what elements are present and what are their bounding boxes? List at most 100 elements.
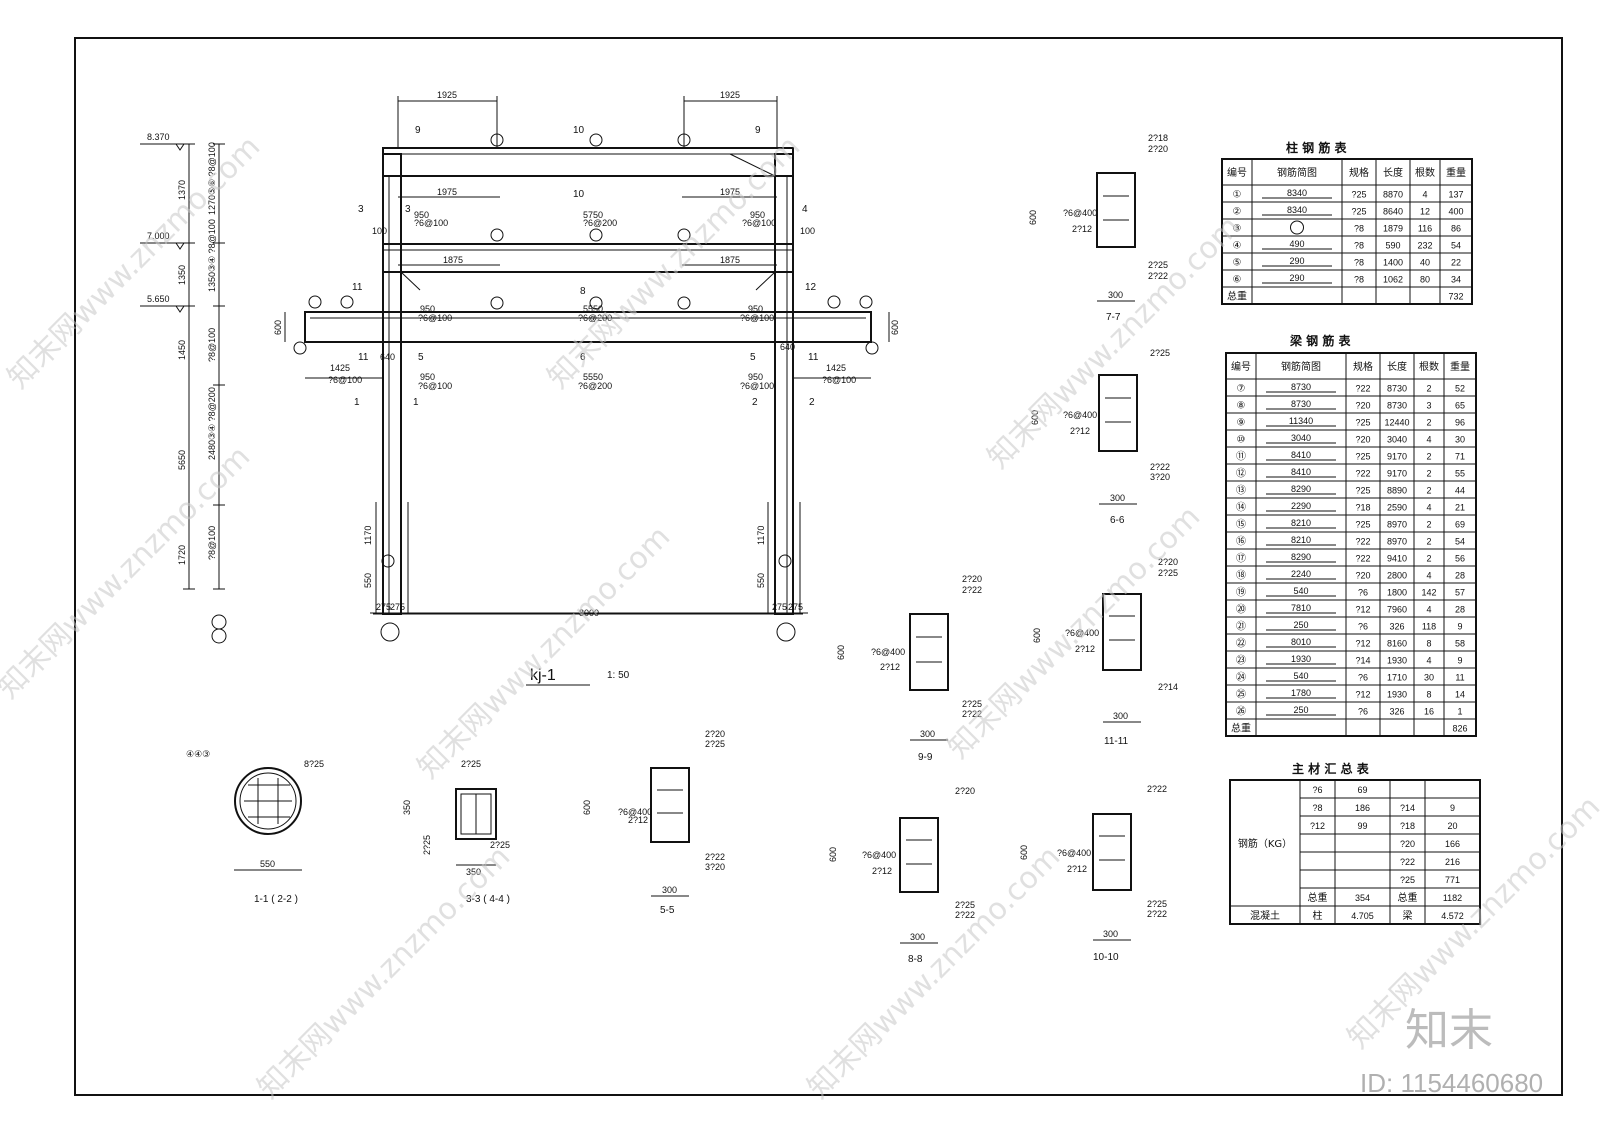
s1010-st: ?6@400	[1057, 848, 1091, 858]
section-mark-10: 10	[573, 125, 585, 136]
row2-dim-right: 1975	[720, 187, 740, 197]
section-5-5: 2?20 2?25 ?6@400 2?12 2?22 3?20 600 300 …	[582, 729, 725, 916]
table-cell: ?25	[1355, 452, 1370, 462]
table-cell: 7960	[1387, 605, 1407, 615]
table-cell: 2	[1426, 537, 1431, 547]
table-cell: 8970	[1387, 537, 1407, 547]
s88-bot2: 2?22	[955, 910, 975, 920]
table-cell: 57	[1455, 588, 1465, 598]
table-header: 重量	[1450, 360, 1470, 373]
table-cell: ?25	[1355, 418, 1370, 428]
section-mark-11: 11	[352, 282, 363, 293]
section-mark-1b: 1	[413, 397, 419, 408]
rebar-shape-dim: 3040	[1291, 433, 1311, 443]
table-cell: 3040	[1387, 435, 1407, 445]
table-cell: ㉒	[1236, 638, 1246, 650]
s77-top1: 2?18	[1148, 133, 1168, 143]
rebar-shape-dim: 290	[1289, 273, 1304, 283]
table-cell: ㉔	[1236, 672, 1246, 684]
summary-cell: 186	[1355, 803, 1370, 813]
table-cell: ⑭	[1236, 502, 1246, 514]
s99-w: 300	[920, 729, 935, 739]
s55-st: ?6@400	[618, 807, 652, 817]
s1111-w: 300	[1113, 711, 1128, 721]
table-cell: ?20	[1355, 435, 1370, 445]
table-cell: 16	[1424, 707, 1434, 717]
table-cell: ?6	[1358, 588, 1368, 598]
table-header: 重量	[1446, 166, 1466, 179]
s1111-bot1: 2?14	[1158, 682, 1178, 692]
rebar-shape-dim: 8210	[1291, 535, 1311, 545]
s55-bot1: 2?22	[705, 852, 725, 862]
s88-st: ?6@400	[862, 850, 896, 860]
section-9-9: 2?20 2?22 ?6@400 2?12 2?25 2?22 600 300 …	[836, 574, 982, 763]
table-cell: 590	[1385, 241, 1400, 251]
stirrup-r1a: ?6@100	[414, 218, 448, 228]
table-cell: 3	[1426, 401, 1431, 411]
table-cell: ⑩	[1237, 435, 1246, 446]
s55-mid: 2?12	[628, 815, 648, 825]
section-mark-11c: 11	[808, 352, 819, 363]
table-cell: ?6	[1358, 622, 1368, 632]
s88-mid: 2?12	[872, 866, 892, 876]
table-cell: 1710	[1387, 673, 1407, 683]
side-rebar-4: 2480③④ ?8@200	[207, 387, 217, 460]
section-mark-1a: 1	[354, 397, 360, 408]
section-mark-5a: 5	[418, 352, 424, 363]
table-cell: 30	[1455, 435, 1465, 445]
s88-bot1: 2?25	[955, 900, 975, 910]
section-mark-9a: 9	[415, 125, 421, 136]
table-cell: 8640	[1383, 207, 1403, 217]
table-cell: 58	[1455, 639, 1465, 649]
section-mark-11b: 11	[358, 352, 369, 363]
table-cell: ⑨	[1237, 418, 1246, 429]
s77-st: ?6@400	[1063, 208, 1097, 218]
table-cell: 14	[1455, 690, 1465, 700]
side-rebar-2: 1350③④ ?8@100	[207, 219, 217, 292]
table-cell: ?25	[1355, 520, 1370, 530]
table-total-value: 732	[1448, 292, 1463, 302]
table-cell: ⑦	[1237, 384, 1246, 395]
section-mark-2a: 2	[752, 397, 758, 408]
section-mark-5b: 5	[750, 352, 756, 363]
table-cell: ?22	[1355, 537, 1370, 547]
table-cell: 9410	[1387, 554, 1407, 564]
s55-h: 600	[582, 800, 592, 815]
table-cell: 9	[1457, 656, 1462, 666]
table-cell: 8	[1426, 690, 1431, 700]
table-cell: 96	[1455, 418, 1465, 428]
s77-top2: 2?20	[1148, 144, 1168, 154]
s1010-bot1: 2?25	[1147, 899, 1167, 909]
table-cell: ㉓	[1236, 655, 1246, 667]
rebar-shape-dim: 2290	[1291, 501, 1311, 511]
summary-cell: ?25	[1400, 875, 1415, 885]
s1010-top1: 2?22	[1147, 784, 1167, 794]
table-cell: ?8	[1354, 224, 1364, 234]
rebar-shape-dim: 8410	[1291, 467, 1311, 477]
table-cell: 4	[1426, 503, 1431, 513]
section-mark-3b: 3	[405, 204, 411, 215]
watermark-text-2: 知末网www.znzmo.com	[541, 129, 807, 395]
table-cell: ?22	[1355, 554, 1370, 564]
s55-w: 300	[662, 885, 677, 895]
table-cell: 34	[1451, 275, 1461, 285]
stirrup-r1b: ?6@100	[742, 218, 776, 228]
table-cell: ?22	[1355, 469, 1370, 479]
stirrup-r1c: ?6@200	[583, 218, 617, 228]
section-6-6: 2?25 ?6@400 2?12 2?22 3?20 600 300 6-6	[1030, 348, 1170, 526]
table-cell: ㉑	[1236, 621, 1246, 633]
rebar-shape-dim: 1930	[1291, 654, 1311, 664]
table-cell: ⑥	[1233, 275, 1242, 286]
stirrup-5550-b: 5550	[583, 372, 603, 382]
lower-dim-640-r: 640	[780, 342, 795, 352]
table-cell: 8160	[1387, 639, 1407, 649]
stirrup-r3a: ?6@100	[418, 381, 452, 391]
table-total-label: 总重	[1227, 290, 1247, 303]
table-cell: 2	[1426, 486, 1431, 496]
stirrup-950-f: 950	[748, 372, 763, 382]
table-header: 编号	[1227, 166, 1247, 179]
table-cell: ⑱	[1236, 570, 1246, 582]
rebar-shape-dim: 250	[1293, 705, 1308, 715]
table-cell: 326	[1389, 707, 1404, 717]
s77-label: 7-7	[1106, 312, 1121, 323]
